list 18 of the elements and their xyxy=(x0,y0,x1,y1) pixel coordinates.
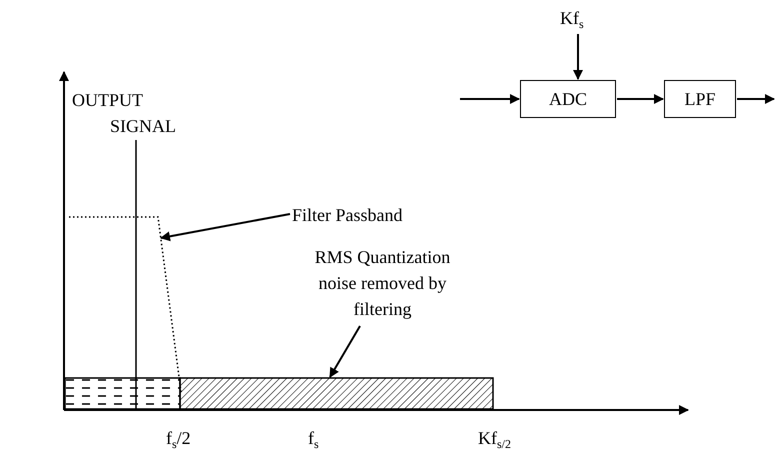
clock-label: Kf$_{s}$ xyxy=(560,8,584,34)
process-box: LPF xyxy=(664,80,736,118)
signal-label: SIGNAL xyxy=(110,116,176,136)
callout-text: Filter Passband xyxy=(292,205,402,225)
tick-label: f$_{s}$/2 xyxy=(166,428,191,453)
arrow xyxy=(737,94,775,104)
tick-label: f$_{s}$ xyxy=(308,428,319,453)
in-band-noise-region xyxy=(64,377,181,410)
leader-arrow xyxy=(160,213,290,242)
callout-text: RMS Quantization noise removed by filtering xyxy=(300,244,465,322)
arrow xyxy=(573,34,583,80)
leader-arrow xyxy=(329,326,361,378)
tick-label: Kf$_{s/2}$ xyxy=(478,428,512,453)
arrow xyxy=(460,94,520,104)
process-box: ADC xyxy=(520,80,616,118)
axis-label: OUTPUT xyxy=(72,90,143,110)
arrow xyxy=(617,94,664,104)
quantization-noise-region xyxy=(179,377,494,410)
